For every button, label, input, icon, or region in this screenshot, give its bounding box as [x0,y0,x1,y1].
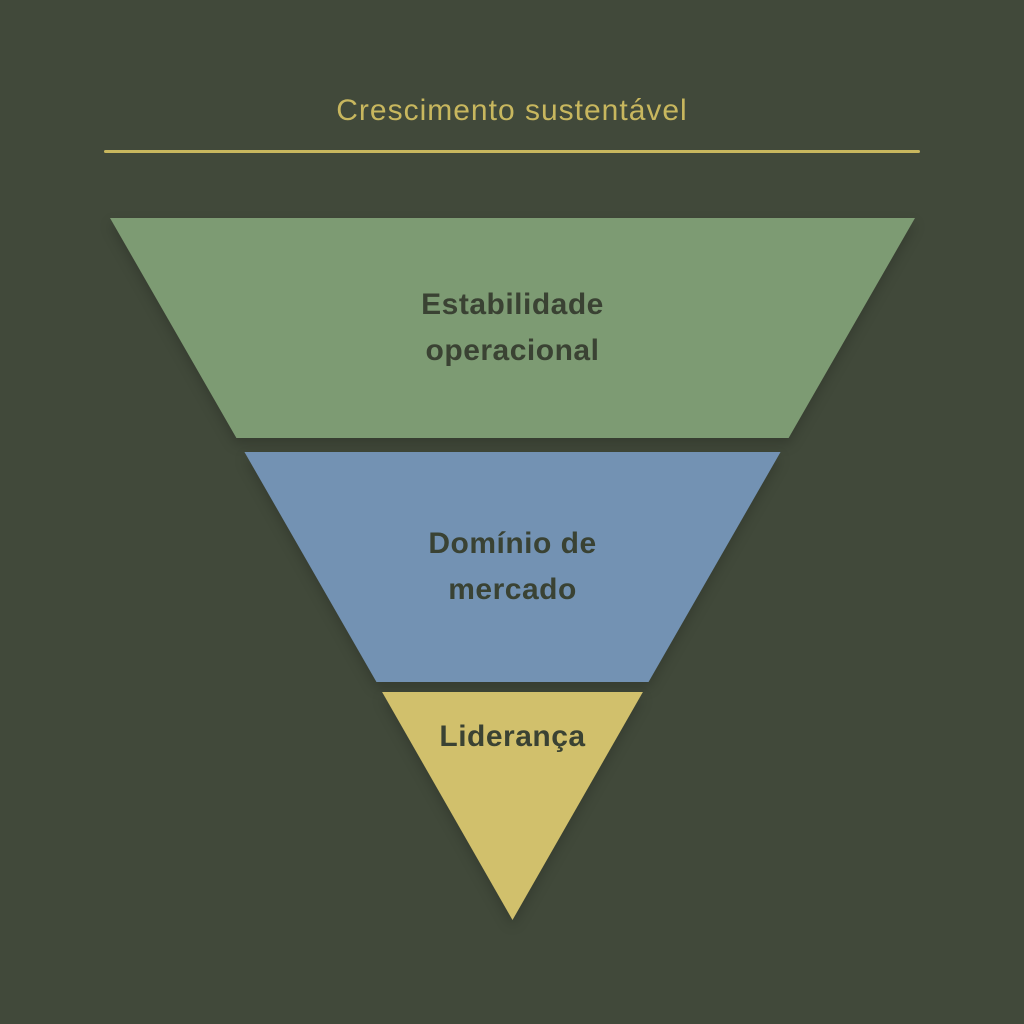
tier-shape-lideranca: Liderança [382,692,643,920]
title-underline [104,150,920,153]
inverted-pyramid: Estabilidade operacional Domínio de merc… [110,218,915,920]
pyramid-tier-bottom: Liderança [110,692,915,920]
pyramid-tier-top: Estabilidade operacional [110,218,915,438]
diagram-title: Crescimento sustentável [336,94,688,127]
tier-shape-estabilidade: Estabilidade operacional [110,218,915,438]
tier-shape-dominio: Domínio de mercado [244,452,781,682]
pyramid-tier-middle: Domínio de mercado [110,452,915,682]
tier-label-lideranca: Liderança [439,720,586,753]
tier-label-estabilidade: Estabilidade operacional [421,287,604,368]
tier-label-dominio: Domínio de mercado [428,526,597,607]
